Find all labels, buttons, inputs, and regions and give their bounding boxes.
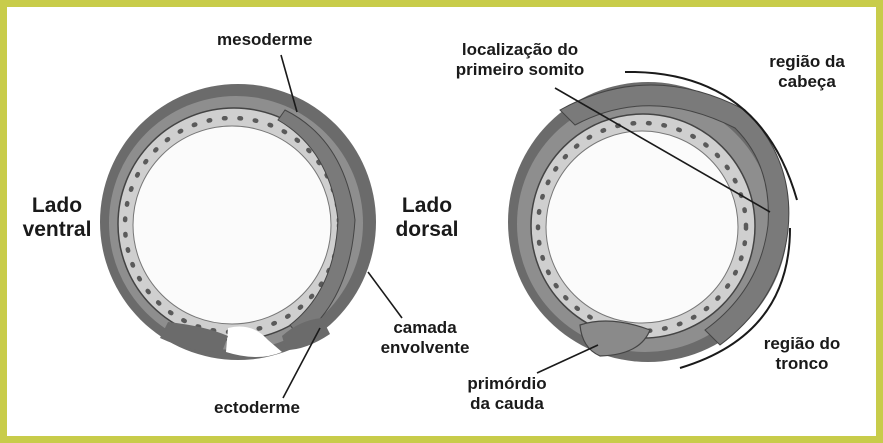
label-primeiro-somito-line2: primeiro somito: [455, 59, 585, 79]
label-regiao-tronco-line1: região do: [763, 334, 841, 353]
label-lado-ventral-line2: ventral: [22, 218, 92, 242]
label-regiao-cabeca-line2: cabeça: [778, 71, 836, 91]
left-ventral-lip: [160, 322, 228, 352]
label-primordio-cauda: primórdio da cauda: [460, 374, 554, 413]
bracket-cabeca: [624, 70, 798, 201]
label-regiao-tronco-line2: tronco: [775, 353, 829, 373]
left-yolk: [132, 125, 332, 325]
pointer-primeiro-somito: [554, 87, 771, 213]
right-tail-primordium: [579, 320, 651, 357]
label-primeiro-somito: localização do primeiro somito: [448, 40, 592, 79]
label-regiao-cabeca-line1: região da: [769, 52, 845, 71]
label-lado-dorsal: Lado dorsal: [385, 194, 469, 242]
label-mesoderme: mesoderme: [217, 30, 313, 49]
label-camada-envolvente-line2: envolvente: [380, 337, 470, 357]
label-lado-dorsal-line1: Lado: [401, 194, 453, 217]
label-lado-ventral: Lado ventral: [10, 194, 104, 242]
left-embryo: [100, 54, 403, 399]
label-regiao-tronco: região do tronco: [752, 334, 852, 373]
label-camada-envolvente: camada envolvente: [375, 318, 475, 357]
label-lado-dorsal-line2: dorsal: [395, 218, 459, 242]
left-dorsal-lip: [282, 318, 330, 350]
label-primeiro-somito-line1: localização do: [461, 40, 579, 59]
label-regiao-cabeca: região da cabeça: [762, 52, 852, 91]
pointer-camada-envolvente: [367, 271, 403, 319]
right-axis-band: [559, 84, 790, 346]
label-ectoderme: ectoderme: [214, 398, 300, 417]
right-embryo: [508, 70, 798, 374]
pointer-primordio-cauda: [536, 344, 599, 374]
pointer-mesoderme: [280, 54, 298, 113]
left-dorsal-band: [277, 109, 356, 339]
pointer-ectoderme: [282, 327, 321, 399]
label-camada-envolvente-line1: camada: [393, 318, 457, 337]
right-dot-ring: [535, 120, 749, 334]
label-primordio-cauda-line1: primórdio: [467, 374, 547, 393]
label-primordio-cauda-line2: da cauda: [470, 393, 544, 413]
right-yolk: [545, 130, 739, 324]
bracket-tronco: [679, 227, 791, 369]
left-blastopore-gap: [226, 326, 282, 357]
label-lado-ventral-line1: Lado: [31, 194, 83, 217]
